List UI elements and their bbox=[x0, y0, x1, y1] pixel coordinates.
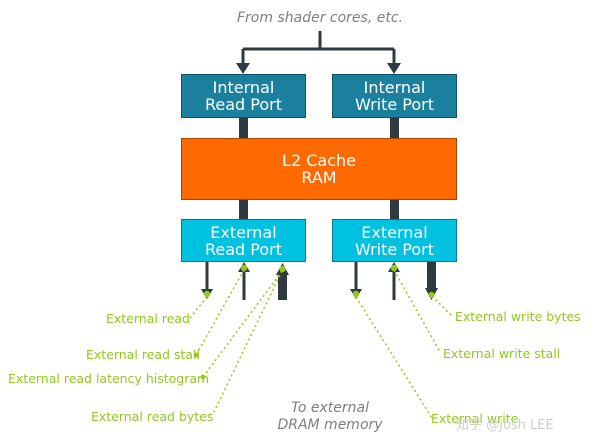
label-external-read-stall: External read stall bbox=[86, 347, 200, 362]
watermark: 知乎 @Josh LEE bbox=[456, 418, 554, 433]
external-write-port-block: External Write Port bbox=[332, 219, 457, 262]
caption-bottom: To external DRAM memory bbox=[255, 400, 405, 434]
internal-write-port-block: Internal Write Port bbox=[332, 74, 457, 118]
leader-end-dots bbox=[193, 352, 206, 380]
l2-cache-block: L2 Cache RAM bbox=[181, 138, 457, 200]
label-external-read: External read bbox=[106, 311, 190, 326]
arrow-into-internal-read bbox=[236, 63, 250, 74]
internal-write-port-line2: Write Port bbox=[354, 95, 435, 114]
l2-cache-line2: RAM bbox=[301, 168, 337, 187]
external-read-port-block: External Read Port bbox=[181, 219, 306, 262]
label-external-read-latency-histogram: External read latency histogram bbox=[8, 371, 210, 386]
counter-dots bbox=[203, 264, 435, 299]
caption-top: From shader cores, etc. bbox=[237, 10, 403, 26]
external-write-port-line1: External bbox=[361, 222, 428, 242]
internal-read-port-block: Internal Read Port bbox=[181, 74, 306, 118]
arrow-into-internal-write bbox=[387, 63, 401, 74]
connector-internal-read-to-cache bbox=[239, 118, 248, 138]
connector-internal-write-to-cache bbox=[390, 118, 399, 138]
internal-write-port-line1: Internal bbox=[363, 78, 426, 97]
label-external-read-bytes: External read bytes bbox=[91, 409, 214, 424]
external-read-port-line2: Read Port bbox=[204, 239, 282, 259]
l2-cache-line1: L2 Cache bbox=[282, 151, 356, 170]
label-external-write: External write bbox=[431, 411, 519, 426]
caption-bottom-line2: DRAM memory bbox=[277, 417, 383, 433]
connector-cache-to-external-read bbox=[239, 200, 248, 219]
external-write-port-line2: Write Port bbox=[354, 239, 435, 259]
caption-bottom-line1: To external bbox=[291, 400, 369, 416]
external-read-port-line1: External bbox=[210, 222, 277, 242]
label-external-write-bytes: External write bytes bbox=[455, 309, 581, 324]
label-external-write-stall: External write stall bbox=[443, 346, 561, 361]
internal-read-port-line2: Read Port bbox=[204, 95, 282, 114]
counter-leaders bbox=[189, 269, 453, 419]
internal-read-port-line1: Internal bbox=[212, 78, 275, 97]
top-connector bbox=[241, 31, 396, 64]
connector-cache-to-external-write bbox=[390, 200, 399, 219]
